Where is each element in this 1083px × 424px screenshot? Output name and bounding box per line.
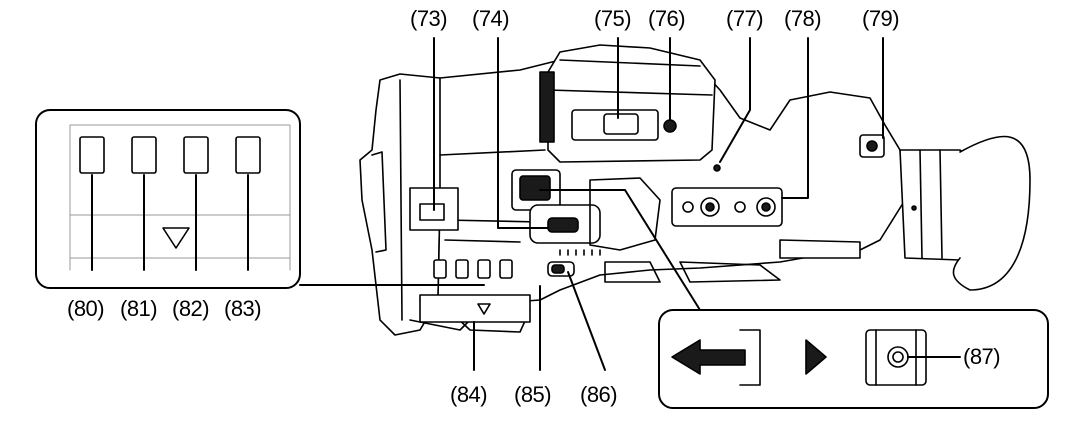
down-triangle-icon bbox=[162, 227, 190, 249]
inset-right bbox=[658, 309, 1049, 409]
callout-73: (73) bbox=[410, 6, 448, 31]
callout-77: (77) bbox=[726, 6, 764, 31]
callout-80: (80) bbox=[67, 296, 105, 321]
eyecup bbox=[899, 135, 1031, 291]
callout-75: (75) bbox=[594, 6, 632, 31]
callout-87: (87) bbox=[963, 344, 1001, 369]
leader-lines bbox=[91, 37, 961, 371]
inset-left bbox=[35, 109, 301, 289]
callout-82: (82) bbox=[172, 296, 210, 321]
callout-84: (84) bbox=[450, 382, 488, 407]
callout-83: (83) bbox=[224, 296, 262, 321]
camera-body bbox=[359, 44, 906, 336]
callout-85: (85) bbox=[514, 382, 552, 407]
callout-86: (86) bbox=[580, 382, 618, 407]
callout-76: (76) bbox=[648, 6, 686, 31]
callout-74: (74) bbox=[472, 6, 510, 31]
callout-79: (79) bbox=[862, 6, 900, 31]
callout-78: (78) bbox=[784, 6, 822, 31]
callout-81: (81) bbox=[120, 296, 158, 321]
arrow-left-icon bbox=[671, 339, 746, 375]
play-triangle-icon bbox=[805, 339, 827, 375]
